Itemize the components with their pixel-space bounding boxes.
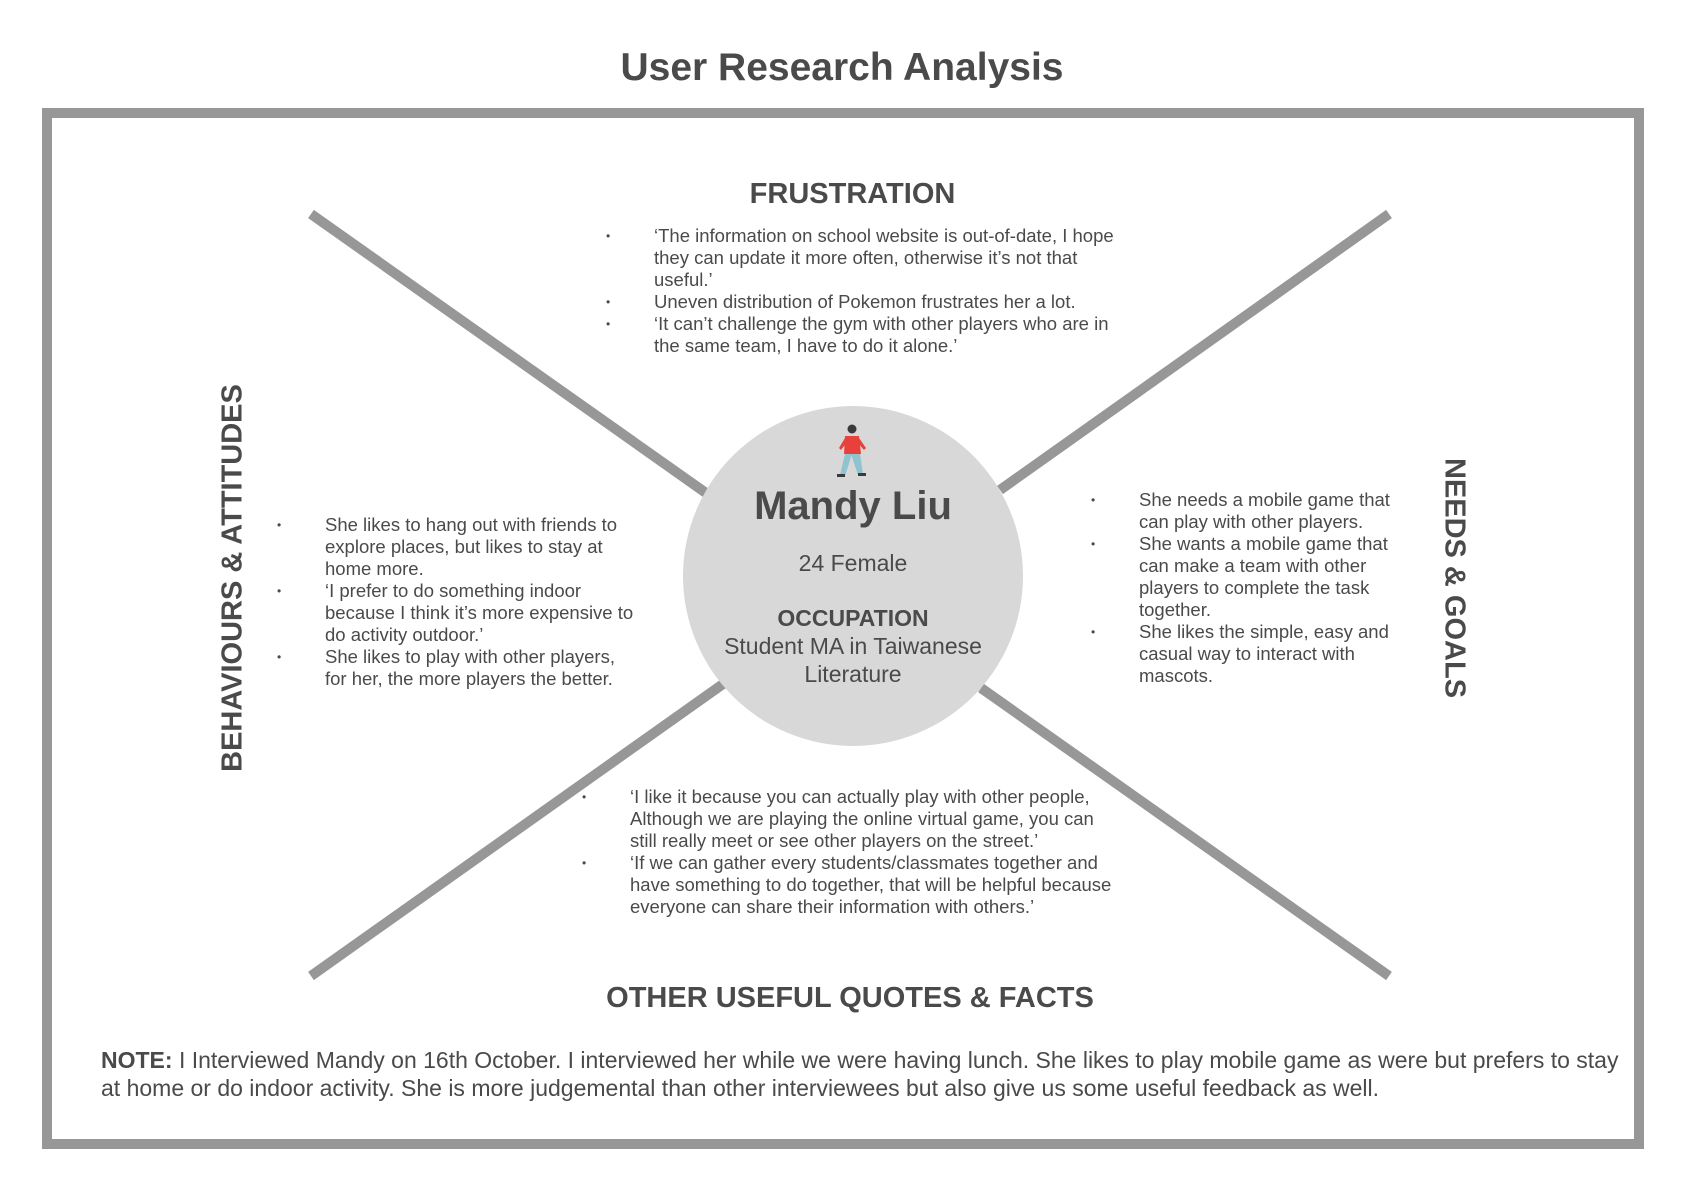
divider-top-left [308,209,709,498]
occupation-value: Student MA in Taiwanese Literature [724,633,982,687]
list-item: ‘The information on school website is ou… [606,225,1116,291]
other-quotes-heading: OTHER USEFUL QUOTES & FACTS [606,982,1094,1014]
note-label: NOTE: [101,1047,173,1073]
needs-list: She needs a mobile game that can play wi… [1091,489,1421,687]
behaviours-heading: BEHAVIOURS & ATTITUDES [216,384,249,772]
list-item: ‘I prefer to do something indoor because… [277,580,637,646]
list-item: She needs a mobile game that can play wi… [1091,489,1421,533]
list-item: She wants a mobile game that can make a … [1091,533,1421,621]
page-title: User Research Analysis [620,46,1064,89]
list-item: Uneven distribution of Pokemon frustrate… [606,291,1116,313]
frustration-list: ‘The information on school website is ou… [606,225,1116,357]
persona-name: Mandy Liu [754,484,952,528]
frustration-heading: FRUSTRATION [749,178,956,210]
divider-top-right [997,209,1392,495]
persona-demographics: 24 Female [798,550,908,576]
note-text: I Interviewed Mandy on 16th October. I i… [101,1047,1619,1101]
needs-heading: NEEDS & GOALS [1438,457,1471,699]
walking-person-icon [837,424,866,477]
occupation-label: OCCUPATION [777,605,929,631]
behaviours-list: She likes to hang out with friends to ex… [277,514,637,690]
other-quotes-list: ‘I like it because you can actually play… [582,786,1117,918]
divider-bottom-right [978,683,1392,981]
list-item: ‘It can’t challenge the gym with other p… [606,313,1116,357]
list-item: ‘I like it because you can actually play… [582,786,1117,852]
list-item: She likes the simple, easy and casual wa… [1091,621,1421,687]
analysis-frame [42,108,1644,1149]
interview-note: NOTE: I Interviewed Mandy on 16th Octobe… [101,1046,1621,1102]
list-item: She likes to play with other players, fo… [277,646,637,690]
list-item: She likes to hang out with friends to ex… [277,514,637,580]
divider-bottom-left [308,679,726,981]
persona-circle [683,406,1023,746]
list-item: ‘If we can gather every students/classma… [582,852,1117,918]
